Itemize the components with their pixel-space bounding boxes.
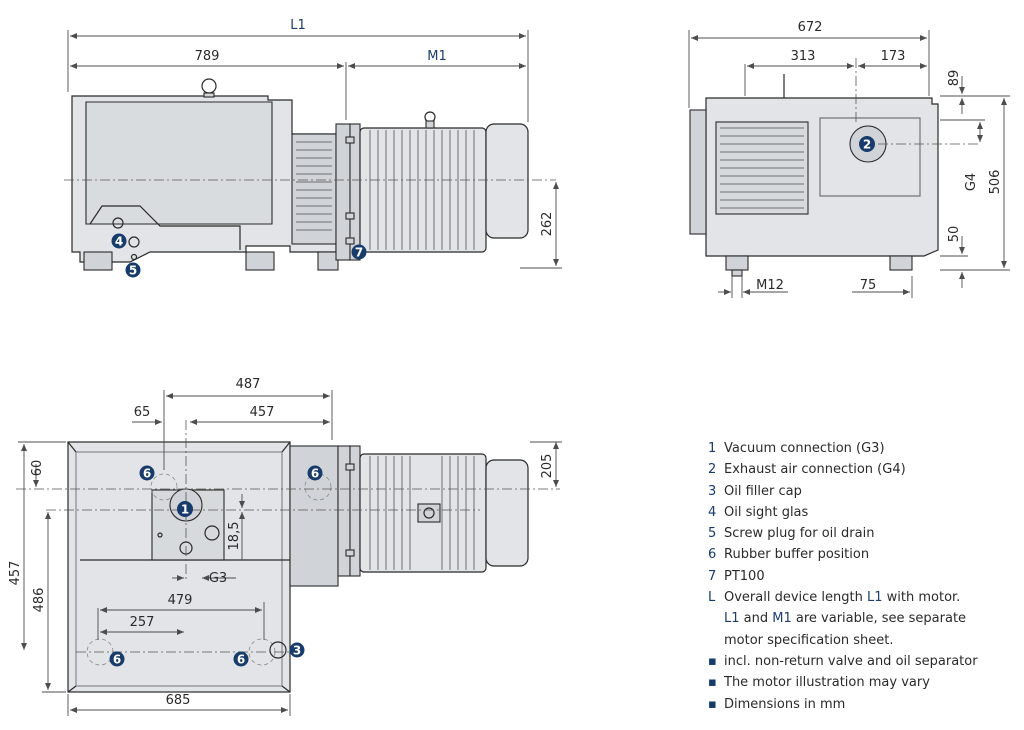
dim-262: 262 — [540, 212, 555, 237]
dim-672: 672 — [798, 20, 823, 35]
motor-fins-side — [369, 130, 475, 250]
dim-G3: G3 — [209, 571, 227, 586]
dim-789: 789 — [195, 49, 220, 64]
dim-457-top: 457 — [250, 405, 275, 420]
svg-text:6: 6 — [113, 653, 121, 667]
motor-fins-top — [369, 456, 475, 570]
dim-89: 89 — [947, 70, 962, 87]
badge-5-side: 5 — [125, 262, 141, 278]
legend-note-line3: motor specification sheet. — [724, 632, 894, 648]
badge-1-top: 1 — [177, 501, 193, 517]
badge-2-front: 2 — [859, 136, 875, 152]
svg-text:3: 3 — [293, 644, 301, 658]
svg-text:4: 4 — [115, 235, 123, 249]
dim-173: 173 — [881, 49, 906, 64]
front-fins — [720, 127, 804, 209]
svg-text:6: 6 — [143, 467, 151, 481]
dim-M12: M12 — [756, 278, 784, 293]
dim-487: 487 — [236, 377, 261, 392]
dim-50: 50 — [947, 226, 962, 243]
dim-313: 313 — [791, 49, 816, 64]
dim-65: 65 — [134, 405, 151, 420]
dim-18-5: 18,5 — [227, 522, 242, 551]
badge-6-top-d: 6 — [233, 651, 249, 667]
dim-M1: M1 — [427, 49, 447, 64]
legend-bullet: ▪Dimensions in mm — [708, 696, 846, 712]
badge-6-top-a: 6 — [139, 465, 155, 481]
badge-3-top: 3 — [289, 642, 305, 658]
svg-text:5: 5 — [129, 264, 137, 278]
dim-486: 486 — [32, 588, 47, 613]
svg-text:6: 6 — [311, 467, 319, 481]
front-view — [688, 30, 1010, 298]
legend-bullet: ▪The motor illustration may vary — [708, 675, 930, 691]
badge-6-top-c: 6 — [109, 651, 125, 667]
legend-bullet: ▪incl. non-return valve and oil separato… — [708, 653, 978, 669]
svg-text:2: 2 — [863, 138, 871, 152]
svg-text:1: 1 — [181, 503, 189, 517]
dim-506: 506 — [988, 170, 1003, 195]
dim-457-side: 457 — [8, 561, 23, 586]
dim-479: 479 — [168, 593, 193, 608]
dim-G4: G4 — [964, 173, 979, 191]
dim-60: 60 — [30, 460, 45, 477]
badge-7-side: 7 — [351, 244, 367, 260]
side-view — [64, 30, 562, 271]
dim-75: 75 — [860, 278, 877, 293]
dim-257: 257 — [130, 615, 155, 630]
side-fins — [296, 141, 332, 231]
badge-4-side: 4 — [111, 233, 127, 249]
dim-205: 205 — [540, 454, 555, 479]
badge-6-top-b: 6 — [307, 465, 323, 481]
legend-note-line2: L1 and M1 are variable, see separate — [724, 611, 967, 627]
svg-text:7: 7 — [355, 246, 363, 260]
dim-L1: L1 — [290, 18, 306, 33]
dim-685: 685 — [166, 693, 191, 708]
top-view — [16, 390, 562, 716]
svg-text:6: 6 — [237, 653, 245, 667]
